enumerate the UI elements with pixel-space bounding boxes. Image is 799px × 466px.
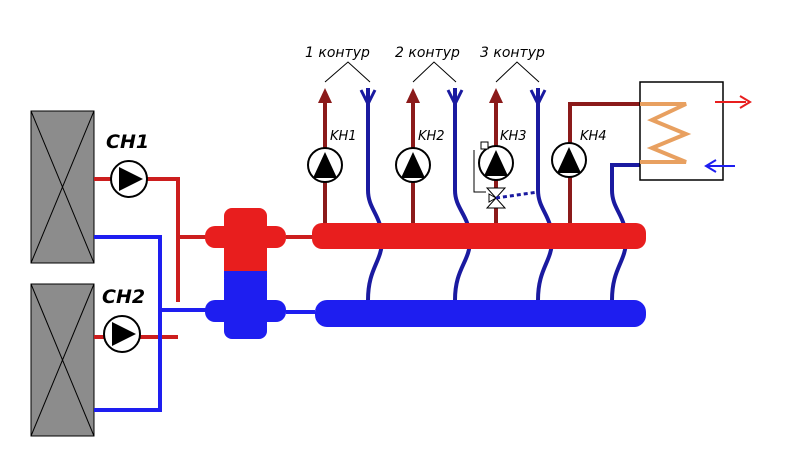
return-lines	[366, 88, 640, 301]
boiler-pump-2: CH2	[102, 286, 145, 353]
circuit-pump-3-label: KH3	[500, 129, 527, 144]
circuit-pump-4-label: KH4	[580, 129, 607, 144]
boiler-pump-1-label: CH1	[106, 131, 149, 153]
arrow-down-icon	[446, 89, 464, 108]
supply-manifold	[312, 223, 646, 249]
supply-arrows	[318, 88, 503, 103]
boiler-pump-2-label: CH2	[102, 286, 145, 308]
arrow-down-icon	[359, 89, 377, 108]
circuit-label-3: 3 контур	[480, 45, 545, 83]
arrow-down-icon	[529, 89, 547, 108]
three-way-valve	[473, 141, 539, 209]
circuit-pump-3: KH3	[478, 129, 527, 181]
circuit-pump-4: KH4	[551, 129, 607, 178]
return-arrows	[359, 89, 547, 108]
hydraulic-separator	[205, 208, 286, 339]
boiler-1	[30, 110, 95, 264]
circuit-pump-2: KH2	[395, 129, 445, 183]
arrow-up-icon	[406, 88, 420, 103]
return-manifold	[315, 300, 646, 327]
circuit-pump-1: KH1	[307, 129, 357, 183]
circuit-label-1: 1 контур	[305, 45, 371, 83]
arrow-up-icon	[318, 88, 332, 103]
circuit-pump-2-label: KH2	[418, 129, 445, 144]
circuit-label-2: 2 контур	[395, 45, 460, 83]
circuit-2-label: 2 контур	[395, 45, 460, 61]
boiler-supply-piping	[94, 177, 215, 339]
arrow-up-icon	[489, 88, 503, 103]
circuit-pump-1-label: KH1	[330, 129, 357, 144]
circuit-1-label: 1 контур	[305, 45, 370, 61]
circuit-3-label: 3 контур	[480, 45, 545, 61]
boiler-2	[30, 283, 95, 437]
heat-exchanger	[639, 81, 752, 181]
boiler-pump-1: CH1	[106, 131, 149, 198]
